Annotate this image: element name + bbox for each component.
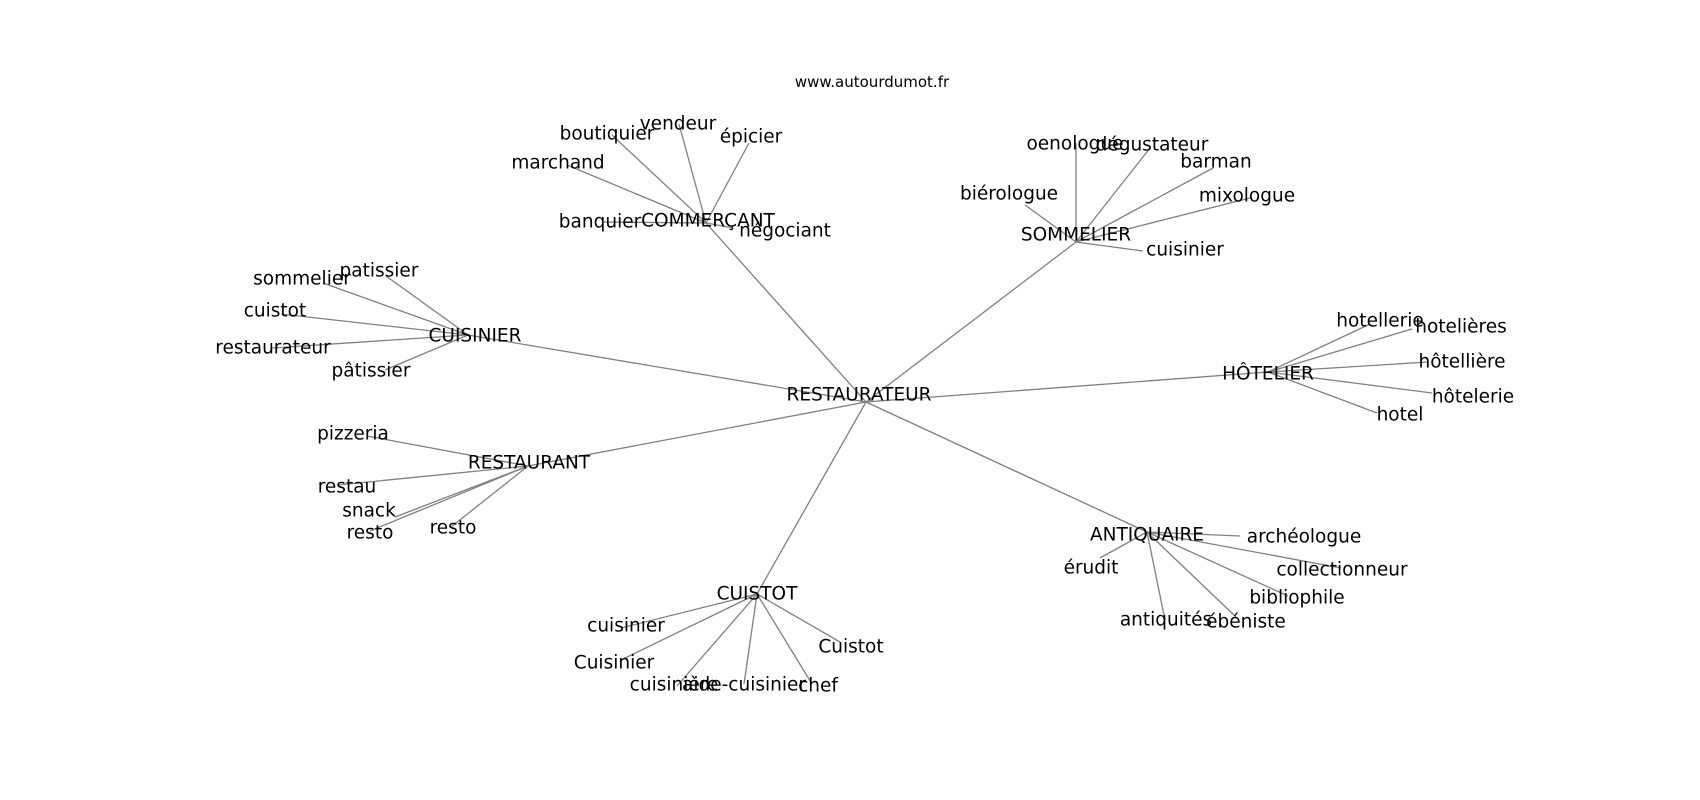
word-edge xyxy=(271,334,469,349)
hub-edge xyxy=(467,334,867,403)
word-edge xyxy=(337,465,529,486)
word-label: hotelières xyxy=(1415,317,1507,338)
word-label: ébéniste xyxy=(1206,612,1286,633)
hub-edge xyxy=(865,371,1269,403)
word-label: cuisinière xyxy=(630,675,719,696)
word-label: hotellerie xyxy=(1336,311,1423,332)
word-label: collectionneur xyxy=(1276,560,1408,581)
word-label: patissier xyxy=(340,261,419,282)
word-edge xyxy=(1099,531,1148,559)
word-label: biérologue xyxy=(960,184,1058,205)
word-edge xyxy=(1267,323,1371,373)
word-label: resto xyxy=(430,518,477,539)
word-label: snack xyxy=(342,501,396,522)
word-label: cuisinier xyxy=(1146,240,1224,261)
word-edge xyxy=(756,593,813,685)
word-edge xyxy=(1267,371,1433,394)
word-label: antiquités xyxy=(1120,610,1212,631)
word-edge xyxy=(611,134,707,224)
word-edge xyxy=(1146,531,1166,621)
word-edge xyxy=(705,142,750,224)
group-label: RESTAURANT xyxy=(468,453,591,474)
word-edge xyxy=(620,593,758,629)
word-edge xyxy=(756,593,841,643)
word-edge xyxy=(280,313,469,336)
word-label: hôtelerie xyxy=(1432,387,1514,408)
hub-edge xyxy=(865,241,1077,403)
graph-edges xyxy=(271,123,1433,687)
hub-edge xyxy=(527,401,867,467)
word-edge xyxy=(384,334,469,371)
word-label: dégustateur xyxy=(1096,135,1209,156)
word-label: barman xyxy=(1180,152,1251,173)
word-label: restau xyxy=(318,477,377,498)
word-edge xyxy=(1075,197,1251,243)
word-label: resto xyxy=(347,523,394,544)
center-label: RESTAURATEUR xyxy=(786,385,931,406)
hub-edge xyxy=(865,401,1148,533)
word-label: Cuistot xyxy=(818,637,883,658)
word-label: mixologue xyxy=(1199,186,1295,207)
word-edge xyxy=(1075,241,1144,252)
word-label: pâtissier xyxy=(332,361,411,382)
word-label: hôtellière xyxy=(1418,352,1505,373)
word-label: chef xyxy=(798,676,838,697)
word-label: négociant xyxy=(739,221,831,242)
word-label: oenologue xyxy=(1026,134,1123,155)
hub-edge xyxy=(705,222,867,403)
word-label: vendeur xyxy=(640,114,717,135)
word-edge xyxy=(1075,147,1151,243)
word-edge xyxy=(1146,531,1342,569)
group-label: COMMERÇANT xyxy=(641,211,775,232)
word-label: épicier xyxy=(720,127,783,148)
word-label: marchand xyxy=(511,153,604,174)
word-edge xyxy=(1024,204,1077,243)
hub-edge xyxy=(756,401,867,595)
group-label: HÔTELIER xyxy=(1222,363,1314,385)
word-label: restaurateur xyxy=(215,338,331,359)
word-label: archéologue xyxy=(1247,527,1361,548)
word-edge xyxy=(1146,531,1237,618)
word-label: aide-cuisinier xyxy=(682,675,806,696)
word-edge xyxy=(743,593,758,685)
word-edge xyxy=(1146,531,1289,597)
word-label: boutiquier xyxy=(560,124,655,145)
group-label: SOMMELIER xyxy=(1021,225,1131,246)
group-label: CUISINIER xyxy=(429,326,522,347)
group-label: ANTIQUAIRE xyxy=(1090,525,1204,546)
site-label: www.autourdumot.fr xyxy=(795,73,950,91)
word-edge xyxy=(450,465,529,528)
word-edge xyxy=(566,164,707,224)
word-label: cuisinier xyxy=(587,616,665,637)
word-edge xyxy=(1075,167,1214,243)
word-label: bibliophile xyxy=(1249,588,1344,609)
word-edge xyxy=(1267,361,1429,373)
word-edge xyxy=(622,593,758,660)
word-label: pizzeria xyxy=(317,424,389,445)
word-edge xyxy=(1267,328,1413,373)
word-edge xyxy=(366,435,529,467)
word-edge xyxy=(705,222,734,229)
word-edge xyxy=(1267,371,1378,414)
word-edge xyxy=(369,465,529,532)
word-edge xyxy=(322,282,469,336)
word-label: érudit xyxy=(1064,558,1119,579)
word-edge xyxy=(678,123,707,224)
word-edge xyxy=(676,593,758,687)
word-edge xyxy=(1146,531,1241,537)
word-edge xyxy=(385,275,469,336)
word-label: cuistot xyxy=(244,301,307,322)
word-label: hotel xyxy=(1377,405,1424,426)
word-label: sommelier xyxy=(253,269,351,290)
word-label: Cuisinier xyxy=(574,653,655,674)
word-edge xyxy=(603,221,707,224)
word-label: banquier xyxy=(559,212,642,233)
group-label: CUISTOT xyxy=(717,584,799,605)
